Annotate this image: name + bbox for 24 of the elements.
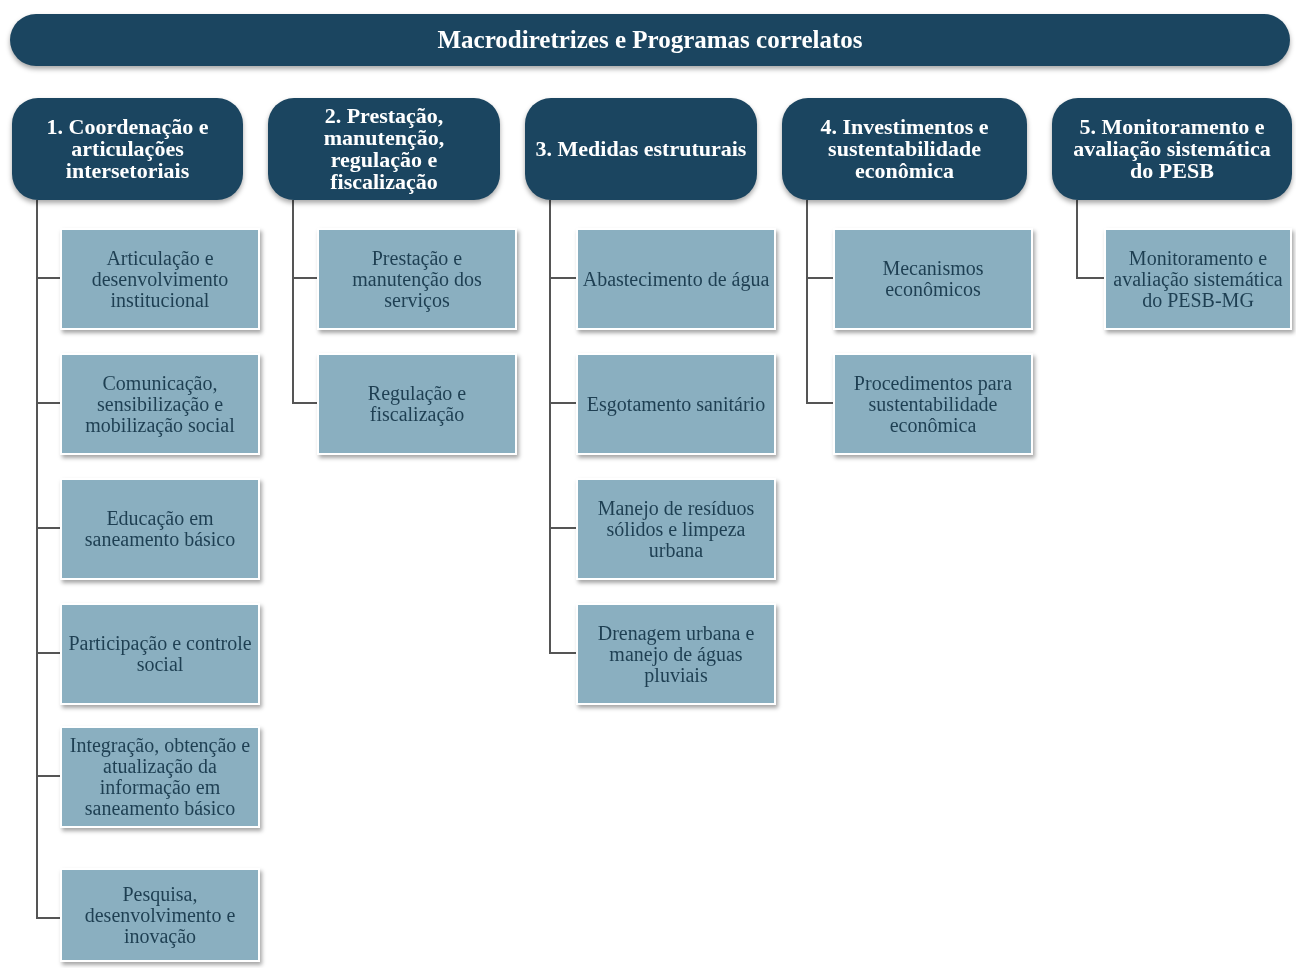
program-box: Pesquisa, desenvolvimento e inovação [60,868,260,962]
program-box: Integração, obtenção e atualização da informação em saneamento básico [60,726,260,828]
title-banner: Macrodiretrizes e Programas correlatos [10,14,1290,66]
category-header: 1. Coordenação e articulações intersetoriais [12,98,243,200]
program-box: Mecanismos econômicos [833,228,1033,330]
connector-line [806,199,834,404]
category-header: 4. Investimentos e sustentabilidade econômica [782,98,1027,200]
program-box: Monitoramento e avaliação sistemática do PESB-MG [1104,228,1292,330]
program-box: Manejo de resíduos sólidos e limpeza urbana [576,478,776,580]
program-box: Participação e controle social [60,603,260,705]
program-box: Regulação e fiscalização [317,353,517,455]
program-box: Esgotamento sanitário [576,353,776,455]
category-header: 5. Monitoramento e avaliação sistemática do PESB [1052,98,1292,200]
program-box: Articulação e desenvolvimento institucional [60,228,260,330]
program-box: Prestação e manutenção dos serviços [317,228,517,330]
category-header: 2. Prestação, manutenção, regulação e fiscalização [268,98,500,200]
program-box: Comunicação, sensibilização e mobilização social [60,353,260,455]
connector-line [292,199,318,404]
program-box: Abastecimento de água [576,228,776,330]
program-box: Educação em saneamento básico [60,478,260,580]
program-box: Drenagem urbana e manejo de águas pluviais [576,603,776,705]
connector-line [1076,199,1105,279]
program-box: Procedimentos para sustentabilidade econômica [833,353,1033,455]
category-header: 3. Medidas estruturais [525,98,757,200]
